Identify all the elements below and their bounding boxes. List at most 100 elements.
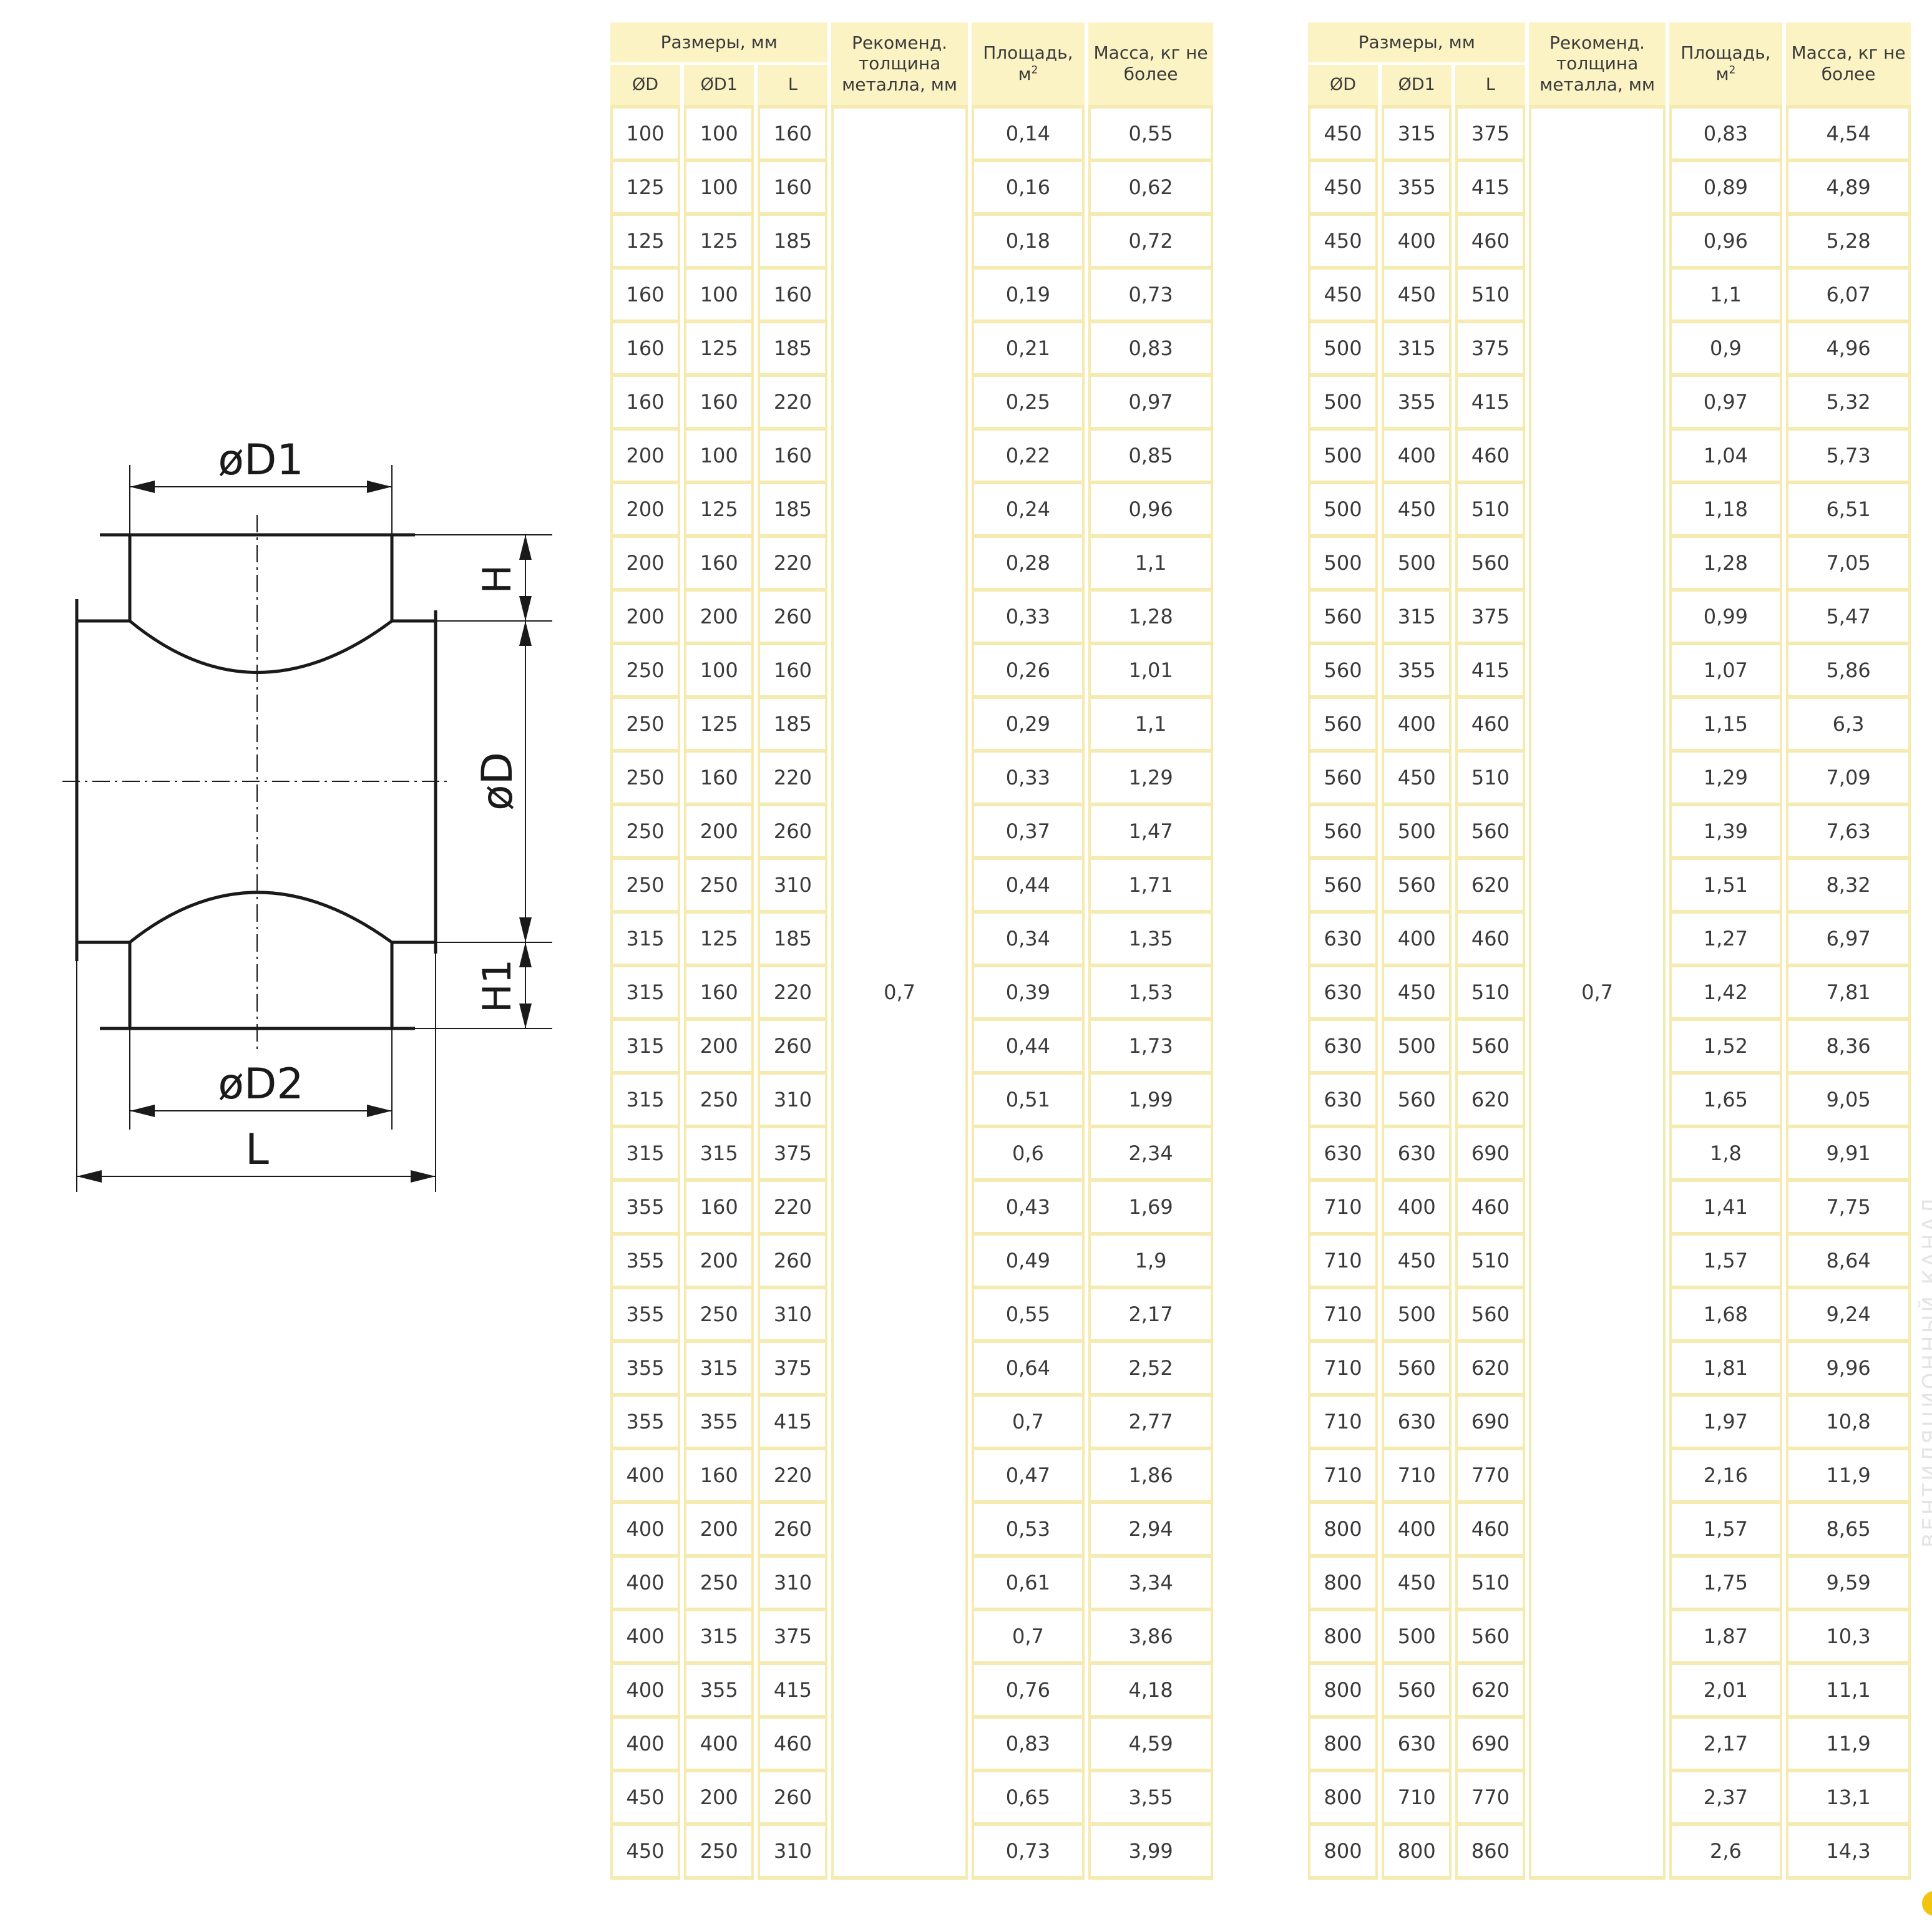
cell-mass: 9,91 [1786, 1128, 1911, 1182]
cell-l: 375 [1455, 105, 1526, 162]
corner-brand-dot [1922, 1891, 1932, 1916]
cell-l: 415 [1455, 645, 1526, 699]
cell-area: 0,51 [971, 1075, 1085, 1128]
cell-l: 690 [1455, 1128, 1526, 1182]
cell-l: 220 [758, 538, 828, 592]
cell-d1: 355 [1382, 162, 1452, 216]
cell-l: 260 [758, 1021, 828, 1075]
drawing-bottom-curve [129, 891, 393, 944]
cell-area: 0,55 [971, 1289, 1085, 1343]
side-watermark-text: ВЕНТИЛЯЦИОННЫЙ КАНАЛ [1918, 1196, 1932, 1548]
cell-d1: 355 [684, 1665, 754, 1719]
cell-d: 630 [1308, 914, 1378, 967]
cell-mass: 10,8 [1786, 1397, 1911, 1450]
cell-l: 690 [1455, 1719, 1526, 1772]
cell-l: 770 [1455, 1772, 1526, 1826]
cell-l: 620 [1455, 1075, 1526, 1128]
cell-l: 620 [1455, 1343, 1526, 1397]
cell-d: 500 [1308, 538, 1378, 592]
cell-l: 770 [1455, 1450, 1526, 1504]
cell-l: 310 [758, 1075, 828, 1128]
cell-l: 220 [758, 967, 828, 1021]
cell-mass: 0,62 [1088, 162, 1213, 216]
cell-d1: 250 [684, 1075, 754, 1128]
cell-mass: 7,63 [1786, 806, 1911, 860]
cell-d: 450 [1308, 105, 1378, 162]
cell-mass: 5,28 [1786, 216, 1911, 270]
cell-area: 1,27 [1669, 914, 1783, 967]
cell-area: 1,39 [1669, 806, 1783, 860]
cell-mass: 0,85 [1088, 431, 1213, 484]
cell-d1: 250 [684, 860, 754, 914]
cell-d: 560 [1308, 592, 1378, 645]
cell-d1: 630 [1382, 1128, 1452, 1182]
cell-mass: 8,64 [1786, 1236, 1911, 1289]
cell-area: 0,25 [971, 377, 1085, 431]
header-col-l: L [1455, 62, 1526, 105]
cell-l: 260 [758, 1772, 828, 1826]
cell-area: 0,33 [971, 753, 1085, 806]
cell-d1: 100 [684, 645, 754, 699]
cell-d1: 400 [1382, 431, 1452, 484]
cell-d1: 800 [1382, 1826, 1452, 1880]
cell-area: 0,44 [971, 1021, 1085, 1075]
cell-area: 1,51 [1669, 860, 1783, 914]
cell-d1: 560 [1382, 860, 1452, 914]
cell-d1: 450 [1382, 270, 1452, 323]
cell-l: 375 [758, 1128, 828, 1182]
spec-table-right: Размеры, мм Рекоменд. толщина металла, м… [1304, 22, 1915, 1880]
cell-d1: 125 [684, 216, 754, 270]
cell-mass: 2,94 [1088, 1504, 1213, 1558]
cell-area: 1,87 [1669, 1611, 1783, 1665]
cell-l: 185 [758, 323, 828, 377]
cell-area: 0,49 [971, 1236, 1085, 1289]
cell-l: 260 [758, 592, 828, 645]
cell-mass: 5,47 [1786, 592, 1911, 645]
cell-mass: 1,86 [1088, 1450, 1213, 1504]
cell-d: 355 [610, 1236, 681, 1289]
cell-l: 310 [758, 1826, 828, 1880]
cell-d1: 710 [1382, 1450, 1452, 1504]
cell-d: 710 [1308, 1289, 1378, 1343]
cell-d1: 160 [684, 1450, 754, 1504]
cell-mass: 2,77 [1088, 1397, 1213, 1450]
cell-d1: 400 [1382, 1504, 1452, 1558]
cell-l: 510 [1455, 1236, 1526, 1289]
cell-l: 160 [758, 431, 828, 484]
cell-area: 0,76 [971, 1665, 1085, 1719]
drawing-top-branch [100, 533, 415, 621]
cell-mass: 7,05 [1786, 538, 1911, 592]
cell-d: 800 [1308, 1504, 1378, 1558]
header-mass: Масса, кг не более [1088, 22, 1213, 105]
cell-d: 710 [1308, 1397, 1378, 1450]
cell-d: 560 [1308, 645, 1378, 699]
cell-d: 315 [610, 914, 681, 967]
cell-area: 0,89 [1669, 162, 1783, 216]
cell-area: 2,37 [1669, 1772, 1783, 1826]
cell-d: 500 [1308, 431, 1378, 484]
header-col-l: L [758, 62, 828, 105]
cell-d: 560 [1308, 699, 1378, 753]
cell-l: 510 [1455, 753, 1526, 806]
label-d1: øD1 [218, 436, 303, 485]
cell-d: 800 [1308, 1826, 1378, 1880]
cell-d1: 250 [684, 1289, 754, 1343]
cell-area: 0,39 [971, 967, 1085, 1021]
cell-d: 200 [610, 431, 681, 484]
cell-d1: 400 [1382, 1182, 1452, 1236]
cell-mass: 4,59 [1088, 1719, 1213, 1772]
cell-area: 1,42 [1669, 967, 1783, 1021]
